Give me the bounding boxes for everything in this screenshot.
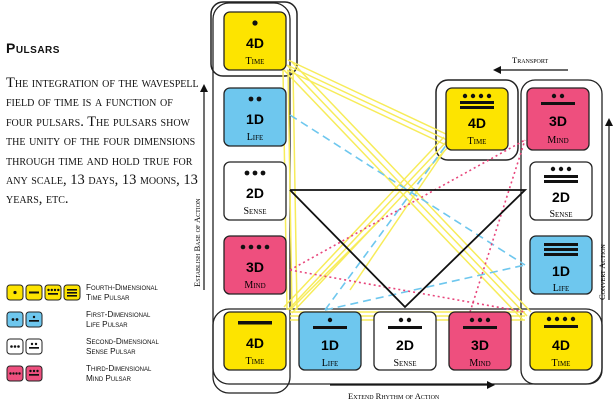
pink-dot-c xyxy=(469,139,526,313)
pink-connections xyxy=(289,139,526,313)
tile-t9: 4D Time xyxy=(529,311,593,371)
svg-text:1D: 1D xyxy=(321,337,339,353)
legend-row-life: First-Dimensional Life Pulsar xyxy=(6,310,211,335)
svg-text:Life: Life xyxy=(322,358,339,369)
svg-text:4D: 4D xyxy=(246,335,264,351)
legend-row-time: Fourth-Dimensional Time Pulsar xyxy=(6,283,211,308)
rhythm-label: Extend Rhythm of Action xyxy=(348,391,440,401)
blue-connections xyxy=(289,114,526,311)
svg-text:4D: 4D xyxy=(246,35,264,51)
svg-text:1D: 1D xyxy=(246,111,264,127)
svg-text:Sense: Sense xyxy=(549,209,572,220)
svg-text:Life: Life xyxy=(247,132,264,143)
tile-t4: 3D Mind xyxy=(223,235,287,295)
legend-text-sense: Second-Dimensional Sense Pulsar xyxy=(86,337,159,356)
svg-text:3D: 3D xyxy=(246,259,264,275)
blue-dash-a xyxy=(289,114,526,266)
base-arrow xyxy=(200,84,208,290)
tile-t12: 3D Mind xyxy=(526,87,590,151)
tile-t2: 1D Life xyxy=(223,87,287,147)
tile-t8: 3D Mind xyxy=(448,311,512,371)
tile-t3: 2D Sense xyxy=(223,161,287,221)
legend-glyphs-sense xyxy=(6,338,43,355)
legend-text-time: Fourth-Dimensional Time Pulsar xyxy=(86,283,158,302)
tile-t13: 4D Time xyxy=(445,87,509,151)
base-label: Establish Base of Action xyxy=(192,198,202,287)
transport-arrow xyxy=(493,66,568,74)
svg-text:4D: 4D xyxy=(468,115,486,131)
blue-dash-c xyxy=(324,264,526,311)
svg-text:2D: 2D xyxy=(552,189,570,205)
tile-t6: 1D Life xyxy=(298,311,362,371)
convert-label: Convert Action xyxy=(597,244,607,300)
svg-text:3D: 3D xyxy=(549,113,567,129)
transport-label: Transport xyxy=(512,55,549,65)
right-top-tile-frame xyxy=(435,79,519,161)
right-column-frame xyxy=(520,79,603,385)
svg-text:3D: 3D xyxy=(471,337,489,353)
svg-text:Mind: Mind xyxy=(244,280,265,291)
svg-text:4D: 4D xyxy=(552,337,570,353)
sense-triangle xyxy=(289,189,528,309)
svg-text:Sense: Sense xyxy=(243,206,266,217)
svg-text:2D: 2D xyxy=(246,185,264,201)
tile-t1: 4D Time xyxy=(223,11,287,71)
svg-text:Sense: Sense xyxy=(393,358,416,369)
legend-glyphs-life xyxy=(6,311,43,328)
svg-text:Time: Time xyxy=(246,56,265,67)
legend-text-mind: Third-Dimensional Mind Pulsar xyxy=(86,364,152,383)
svg-text:Time: Time xyxy=(468,136,487,147)
tile-t5: 4D Time xyxy=(223,311,287,371)
page-title: Pulsars xyxy=(6,40,60,56)
convert-arrow xyxy=(605,118,613,300)
blue-dash-b xyxy=(324,139,451,311)
svg-text:Life: Life xyxy=(553,283,570,294)
yellow-line-b xyxy=(286,59,449,146)
svg-text:Mind: Mind xyxy=(547,135,568,146)
svg-text:1D: 1D xyxy=(552,263,570,279)
svg-text:2D: 2D xyxy=(396,337,414,353)
svg-text:Mind: Mind xyxy=(469,358,490,369)
legend-row-sense: Second-Dimensional Sense Pulsar xyxy=(6,337,211,362)
legend-row-mind: Third-Dimensional Mind Pulsar xyxy=(6,364,211,389)
rhythm-arrow xyxy=(330,381,495,389)
description-paragraph: The integration of the wavespell field o… xyxy=(6,75,199,208)
top-tile-frame xyxy=(210,1,298,77)
tile-t11: 2D Sense xyxy=(529,161,593,221)
tile-t7: 2D Sense xyxy=(373,311,437,371)
legend-glyphs-time xyxy=(6,284,81,301)
svg-text:Time: Time xyxy=(246,356,265,367)
legend-glyphs-mind xyxy=(6,365,43,382)
tile-t10: 1D Life xyxy=(529,235,593,295)
left-panel: Pulsars The integration of the wavespell… xyxy=(6,0,206,403)
legend: Fourth-Dimensional Time Pulsar First-Dim… xyxy=(6,283,211,391)
yellow-line-f xyxy=(289,149,446,311)
svg-text:Time: Time xyxy=(552,358,571,369)
legend-text-life: First-Dimensional Life Pulsar xyxy=(86,310,151,329)
